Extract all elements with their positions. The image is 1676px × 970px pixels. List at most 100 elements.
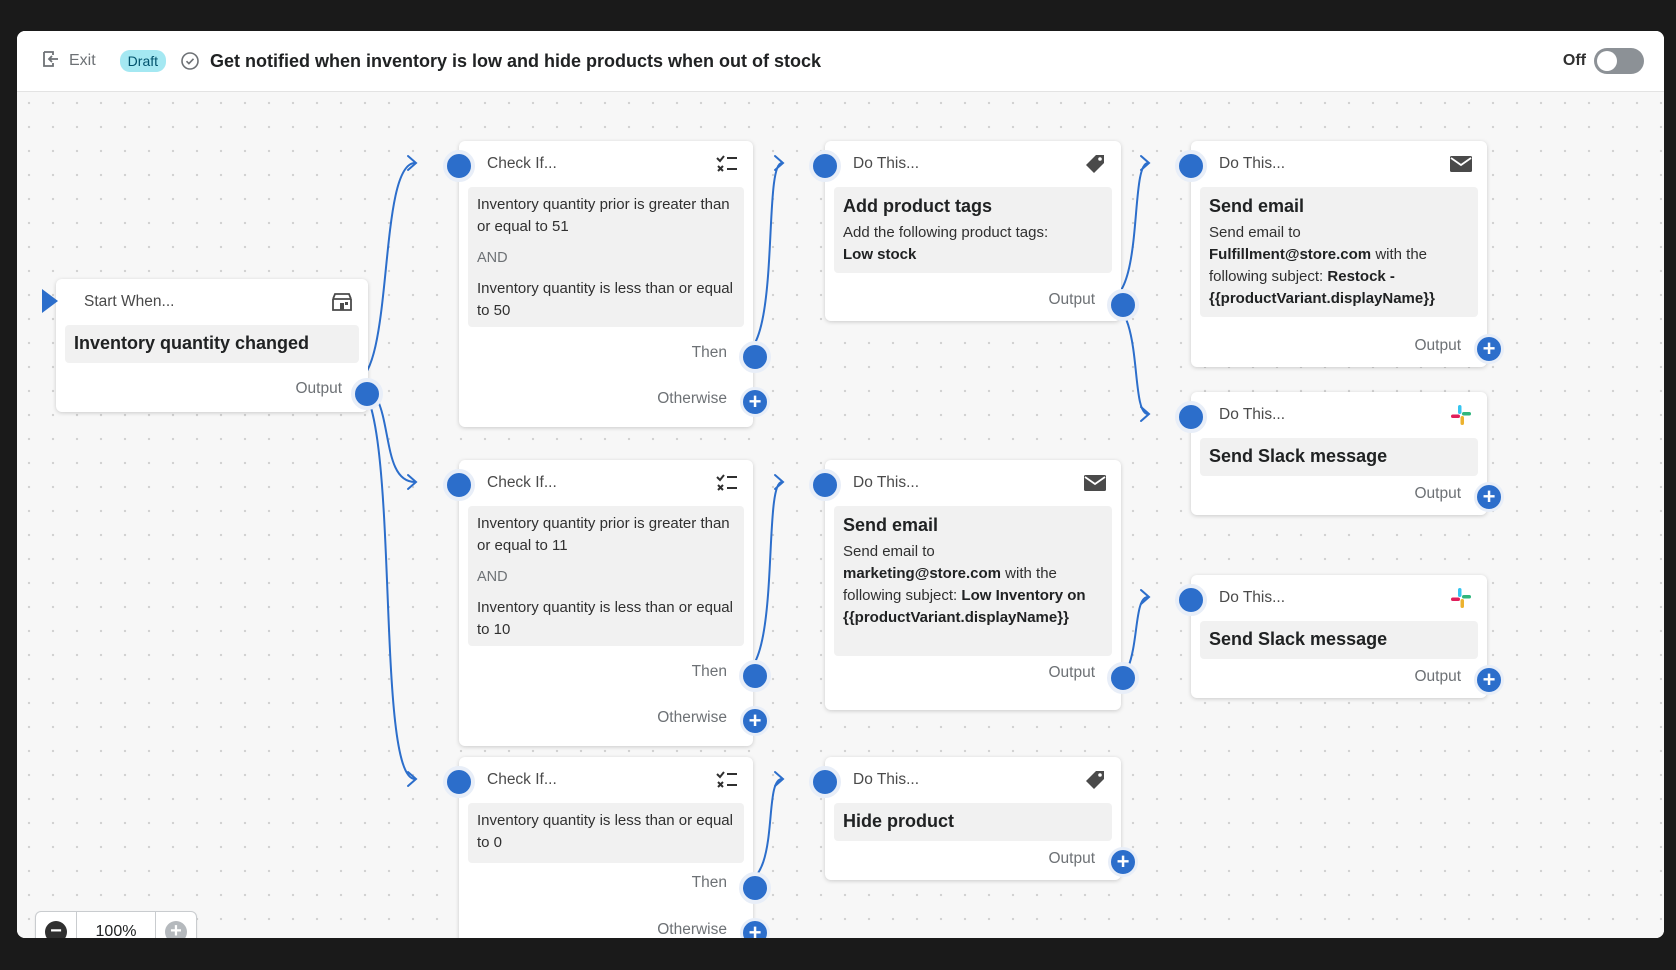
action-send-slack-message-1[interactable]: Do This... Send Slack message Output +	[1175, 392, 1504, 515]
action-title: Send Slack message	[1209, 446, 1388, 466]
exit-button[interactable]: Exit	[41, 49, 96, 74]
action-box: Hide product	[834, 803, 1112, 841]
email-subject: Restock - {{productVariant.displayName}}	[1209, 268, 1435, 307]
workflow-toggle[interactable]	[1594, 48, 1644, 74]
action-send-email-fulfillment[interactable]: Do This... Send email Send email to Fulf…	[1175, 141, 1504, 367]
otherwise-add-button[interactable]: +	[740, 706, 770, 736]
tag-icon	[1083, 769, 1107, 791]
action-header: Do This...	[825, 141, 1121, 187]
input-port[interactable]	[443, 150, 475, 182]
start-node[interactable]: Start When... Inventory quantity changed…	[42, 279, 383, 412]
then-port[interactable]	[739, 341, 771, 373]
otherwise-add-button[interactable]: +	[740, 387, 770, 417]
action-send-slack-message-2[interactable]: Do This... Send Slack message Output +	[1175, 575, 1504, 698]
action-hide-product[interactable]: Do This... Hide product Output +	[809, 757, 1138, 880]
action-header: Do This...	[825, 460, 1121, 506]
condition-header: Check If...	[459, 141, 753, 187]
action-label: Do This...	[1219, 589, 1286, 606]
otherwise-label: Otherwise	[657, 921, 727, 938]
condition-rule-2: Inventory quantity is less than or equal…	[477, 280, 733, 319]
condition-list-icon	[715, 153, 739, 175]
status-badge: Draft	[119, 50, 167, 72]
condition-header: Check If...	[459, 757, 753, 803]
output-port[interactable]	[1107, 662, 1139, 694]
action-title: Send email	[1209, 196, 1305, 216]
output-port[interactable]	[1107, 289, 1139, 321]
input-port[interactable]	[1175, 584, 1207, 616]
input-port[interactable]	[443, 766, 475, 798]
action-title: Send email	[843, 515, 939, 535]
otherwise-add-button[interactable]: +	[740, 918, 770, 938]
start-node-header: Start When...	[56, 279, 368, 325]
condition-node-1[interactable]: Check If... Inventory quantity prior is …	[443, 141, 771, 427]
workflow-canvas[interactable]: Start When... Inventory quantity changed…	[17, 91, 1664, 938]
action-title: Hide product	[843, 811, 954, 831]
condition-label: Check If...	[487, 155, 557, 172]
zoom-in-button[interactable]: +	[156, 912, 196, 938]
then-label: Then	[691, 663, 727, 680]
output-label: Output	[295, 380, 342, 397]
zoom-level: 100%	[76, 912, 156, 938]
condition-box: Inventory quantity prior is greater than…	[468, 506, 744, 646]
condition-node-3[interactable]: Check If... Inventory quantity is less t…	[443, 757, 771, 938]
email-details: Send email to marketing@store.com with t…	[843, 541, 1103, 629]
check-circle-icon	[180, 51, 200, 71]
condition-list-icon	[715, 769, 739, 791]
action-send-email-marketing[interactable]: Do This... Send email Send email to mark…	[809, 460, 1139, 710]
input-port[interactable]	[809, 766, 841, 798]
then-port[interactable]	[739, 660, 771, 692]
action-title: Add product tags	[843, 196, 992, 216]
condition-label: Check If...	[487, 474, 557, 491]
output-label: Output	[1414, 485, 1461, 502]
condition-rule-1: Inventory quantity prior is greater than…	[477, 196, 730, 235]
output-add-button[interactable]: +	[1474, 334, 1504, 364]
tag-icon	[1083, 153, 1107, 175]
condition-box: Inventory quantity prior is greater than…	[468, 187, 744, 327]
store-icon	[330, 291, 354, 313]
exit-icon	[41, 49, 61, 74]
action-box: Add product tags Add the following produ…	[834, 187, 1112, 273]
input-port[interactable]	[809, 150, 841, 182]
email-prefix: Send email to	[1209, 224, 1301, 241]
output-add-button[interactable]: +	[1474, 665, 1504, 695]
action-description: Add the following product tags:	[843, 224, 1049, 241]
input-port[interactable]	[1175, 401, 1207, 433]
top-bar: Exit Draft Get notified when inventory i…	[17, 31, 1664, 92]
condition-node-2[interactable]: Check If... Inventory quantity prior is …	[443, 460, 771, 746]
output-add-button[interactable]: +	[1474, 482, 1504, 512]
workflow-editor: Exit Draft Get notified when inventory i…	[17, 31, 1664, 938]
toggle-knob	[1597, 51, 1617, 71]
action-title: Send Slack message	[1209, 629, 1388, 649]
action-header: Do This...	[1191, 392, 1487, 438]
condition-header: Check If...	[459, 460, 753, 506]
output-add-button[interactable]: +	[1108, 847, 1138, 877]
action-box: Send email Send email to marketing@store…	[834, 506, 1112, 656]
then-port[interactable]	[739, 872, 771, 904]
condition-list-icon	[715, 472, 739, 494]
tag-value: Low stock	[843, 246, 917, 263]
zoom-control: − 100% +	[35, 911, 197, 938]
mail-icon	[1449, 153, 1473, 175]
email-prefix: Send email to	[843, 543, 935, 560]
zoom-out-button[interactable]: −	[36, 912, 76, 938]
input-port[interactable]	[1175, 150, 1207, 182]
slack-icon	[1449, 587, 1473, 609]
output-port[interactable]	[351, 378, 383, 410]
output-label: Output	[1414, 668, 1461, 685]
input-port[interactable]	[443, 469, 475, 501]
otherwise-label: Otherwise	[657, 709, 727, 726]
action-label: Do This...	[1219, 155, 1286, 172]
output-label: Output	[1048, 291, 1095, 308]
action-header: Do This...	[1191, 141, 1487, 187]
email-subject: Low Inventory on {{productVariant.displa…	[843, 587, 1086, 626]
then-label: Then	[691, 344, 727, 361]
email-recipient: marketing@store.com	[843, 565, 1002, 582]
condition-rule-1: Inventory quantity is less than or equal…	[477, 812, 733, 851]
input-port[interactable]	[809, 469, 841, 501]
email-details: Send email to Fulfillment@store.com with…	[1209, 222, 1469, 310]
action-add-product-tags[interactable]: Do This... Add product tags Add the foll…	[809, 141, 1139, 321]
output-label: Output	[1048, 850, 1095, 867]
action-box: Send Slack message	[1200, 438, 1478, 476]
email-mid: with the following subject:	[843, 565, 1057, 604]
trigger-title: Inventory quantity changed	[74, 333, 310, 353]
